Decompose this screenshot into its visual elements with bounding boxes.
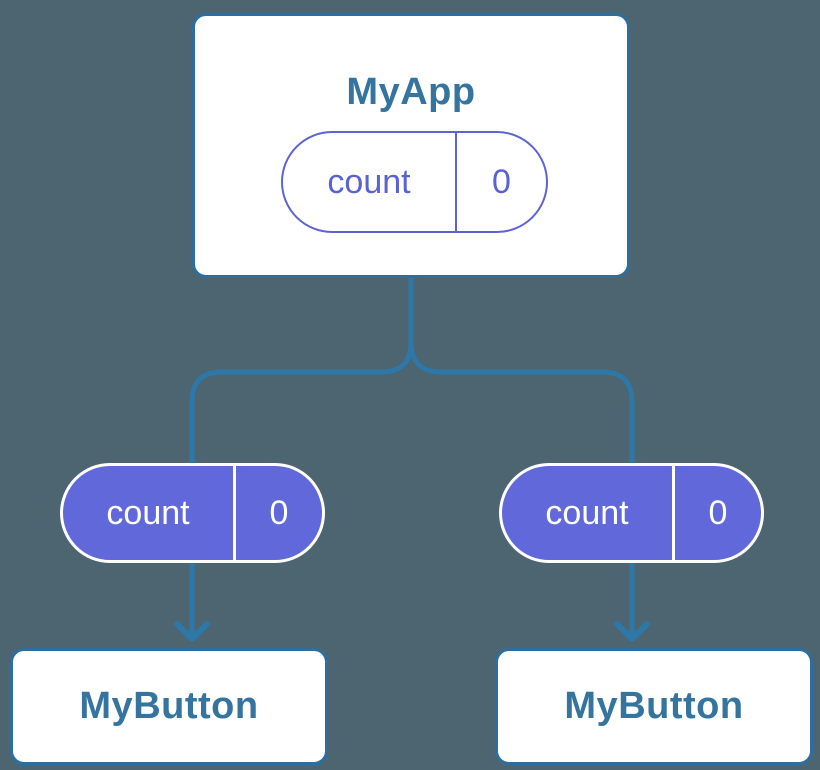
node-myapp: MyApp count 0 <box>192 13 630 278</box>
node-mybutton-right: MyButton <box>495 648 813 765</box>
prop-pill-value: 0 <box>233 466 322 560</box>
prop-pill-left: count 0 <box>60 463 325 563</box>
state-pill-key: count <box>327 162 411 201</box>
connector-fork <box>189 341 635 641</box>
node-myapp-label: MyApp <box>346 71 476 113</box>
node-mybutton-label: MyButton <box>79 685 259 727</box>
prop-pill-key: count <box>545 493 629 532</box>
prop-pill-value: 0 <box>672 466 761 560</box>
prop-pill-right: count 0 <box>499 463 764 563</box>
state-pill-value: 0 <box>455 133 546 231</box>
arrowhead-down-left-icon <box>174 621 210 642</box>
arrowhead-down-right-icon <box>614 621 650 642</box>
node-mybutton-label: MyButton <box>564 685 744 727</box>
state-pill-myapp: count 0 <box>281 131 548 233</box>
prop-pill-key: count <box>106 493 190 532</box>
node-mybutton-left: MyButton <box>10 648 328 765</box>
